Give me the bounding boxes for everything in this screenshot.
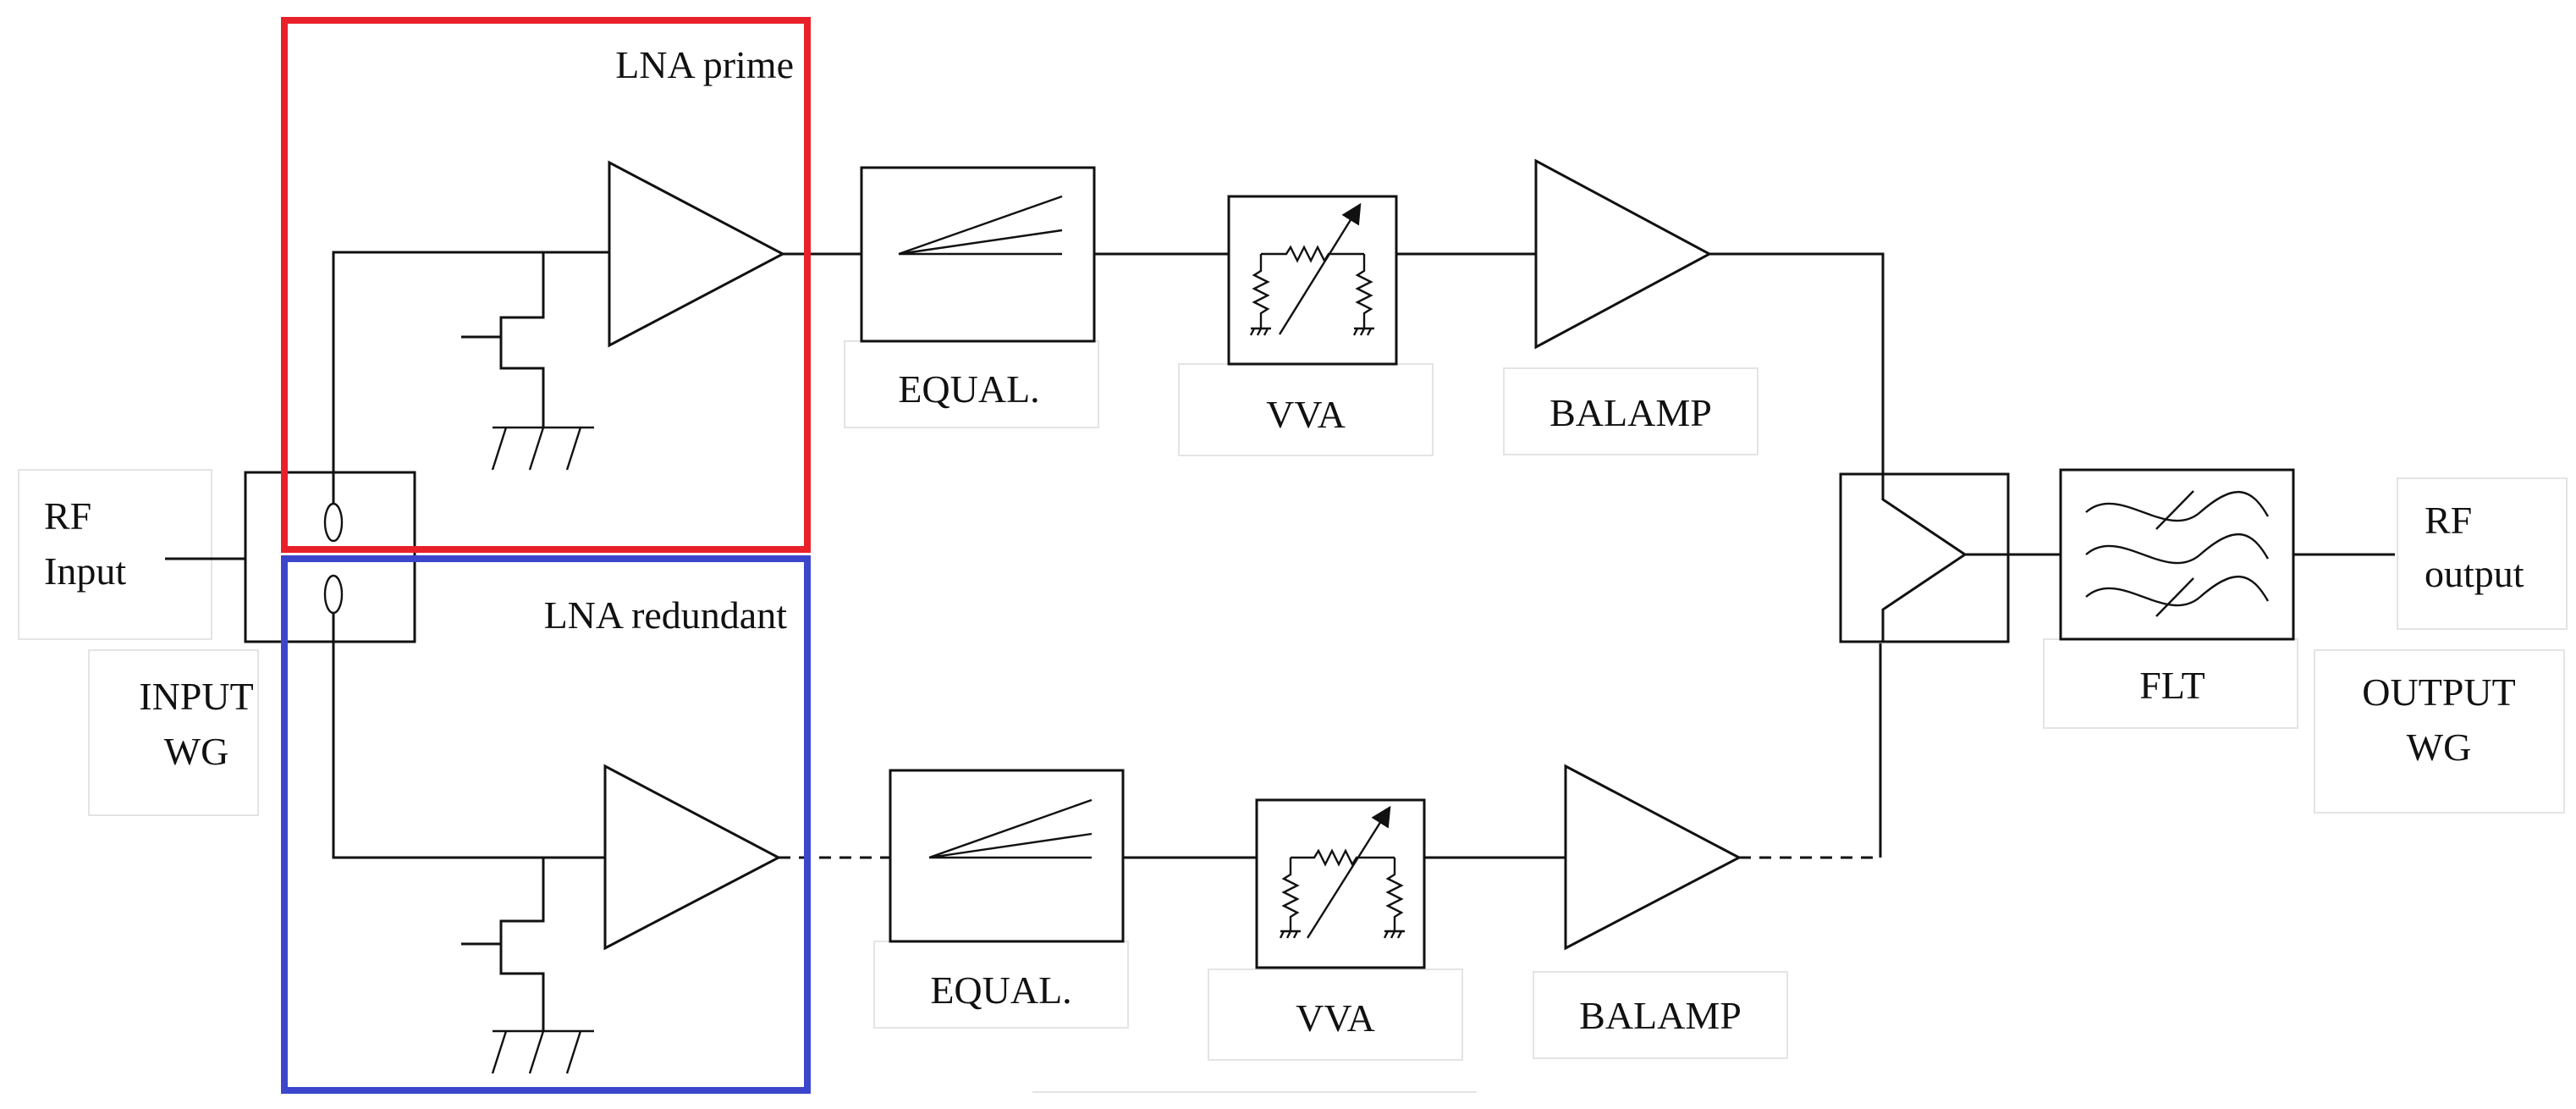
prime-chain: EQUAL. VVA BALAMP: [332, 158, 1885, 504]
redundant-ground-icon: [491, 1029, 596, 1075]
redundant-vva-label-box: [1208, 968, 1463, 1061]
redundant-balamp-amplifier-icon: [1564, 764, 1742, 951]
prime-input-wire: [332, 251, 609, 504]
redundant-equalizer-label: EQUAL.: [930, 968, 1071, 1012]
redundant-fet-symbol: [499, 858, 545, 1031]
lna-redundant-label: LNA redundant: [544, 593, 788, 637]
prime-balamp-amplifier-icon: [1534, 158, 1713, 350]
output-combiner-icon: [1881, 474, 2008, 642]
redundant-coupling-loop: [323, 574, 344, 615]
redundant-balamp-label: BALAMP: [1579, 994, 1742, 1037]
prime-lna-amplifier-icon: [608, 160, 786, 348]
prime-vva-label-box: [1178, 363, 1434, 456]
prime-equalizer-label-box: [844, 340, 1099, 428]
rf-input-label-line1: RF: [44, 494, 91, 538]
filter-waves-icon: [2085, 490, 2270, 617]
redundant-equalizer-label-box: [873, 941, 1129, 1029]
rf-input-label-box: [18, 469, 212, 640]
output-filter-block: [2059, 468, 2295, 641]
prime-vva-label: VVA: [1266, 393, 1346, 436]
prime-balamp-label-box: [1503, 367, 1759, 455]
prime-equalizer-slope-icon: [898, 195, 1063, 256]
redundant-chain: EQUAL. VVA BALAMP: [332, 614, 1882, 1075]
filter-label: FLT: [2139, 664, 2205, 707]
input-wg-label-line1: INPUT: [139, 675, 253, 718]
input-wg-label-box: [88, 649, 259, 816]
prime-ground-icon: [491, 426, 596, 472]
output-wg-label-line2: WG: [2407, 726, 2472, 769]
redundant-lna-amplifier-icon: [603, 764, 782, 951]
redundant-equalizer-slope-icon: [928, 798, 1093, 859]
rf-input-label-line2: Input: [44, 549, 126, 593]
redundant-balamp-label-box: [1533, 971, 1788, 1059]
output-wg-label-box: [2314, 649, 2565, 814]
prime-balamp-label: BALAMP: [1549, 391, 1712, 434]
input-wg-label-line2: WG: [164, 730, 229, 773]
prime-equalizer-label: EQUAL.: [898, 367, 1039, 411]
lna-prime-boundary: [281, 17, 811, 553]
redundant-vva-attenuator-icon: [1279, 805, 1406, 940]
rf-output-label-line2: output: [2425, 552, 2524, 595]
output-combiner-block: [1839, 472, 2010, 643]
output-wg-label-line1: OUTPUT: [2362, 670, 2515, 714]
lna-prime-label: LNA prime: [615, 43, 794, 86]
filter-label-box: [2043, 638, 2298, 729]
redundant-equalizer-block: [889, 769, 1125, 943]
lna-redundant-boundary: [281, 555, 811, 1094]
redundant-vva-label: VVA: [1296, 996, 1375, 1040]
redundant-input-wire: [332, 614, 605, 859]
prime-balamp-output-wire: [1709, 252, 1885, 474]
prime-fet-symbol: [499, 252, 545, 428]
prime-vva-attenuator-icon: [1249, 202, 1376, 337]
rf-output-label-line1: RF: [2425, 499, 2472, 542]
rf-output-label-box: [2397, 477, 2568, 630]
